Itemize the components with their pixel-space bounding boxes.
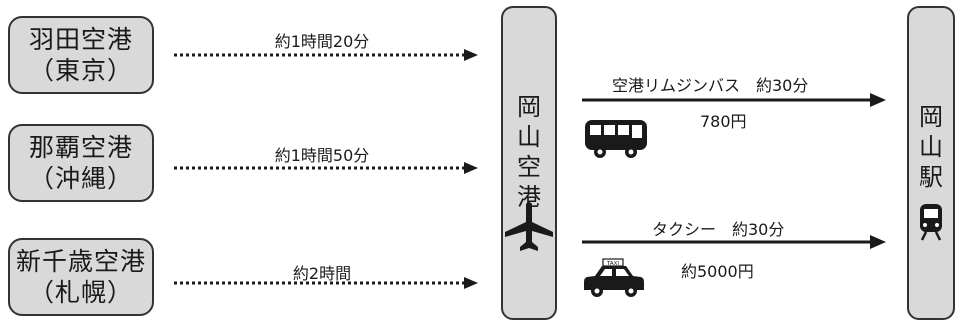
origin-box-new-chitose: 新千歳空港 （札幌） [8,238,154,316]
route-label-taxi: タクシー 約30分 [652,220,785,239]
origin-region: （東京） [28,56,133,85]
origin-box-naha: 那覇空港 （沖縄） [8,124,154,202]
duration-label-naha: 約1時間50分 [274,146,370,165]
destination-label-char: 駅 [919,163,943,191]
destination-label-char: 岡 [919,103,943,131]
hub-label-char: 空 [517,153,541,181]
origin-region: （札幌） [28,278,133,307]
solid-arrow-taxi [582,235,886,249]
origin-name: 羽田空港 [28,25,133,54]
destination-label: 岡 山 駅 [909,102,953,192]
dotted-arrow-new-chitose [174,277,478,289]
dotted-arrow-naha [174,162,478,174]
train-icon [920,204,942,241]
destination-label-char: 山 [919,133,943,161]
hub-label: 岡 山 空 港 [503,92,555,212]
hub-label-char: 岡 [517,93,541,121]
taxi-sign-text: TAXI [606,261,619,267]
taxi-icon: TAXI [584,258,644,297]
route-price-bus: 780円 [700,112,747,131]
bus-icon [585,120,647,158]
hub-box-okayama-airport: 岡 山 空 港 [501,6,557,320]
airplane-icon [505,202,553,251]
origin-name: 那覇空港 [28,133,133,162]
duration-label-haneda: 約1時間20分 [274,32,370,51]
origin-name: 新千歳空港 [15,247,146,276]
duration-label-new-chitose: 約2時間 [292,264,352,283]
origin-box-haneda: 羽田空港 （東京） [8,16,154,94]
route-price-taxi: 約5000円 [681,262,754,281]
hub-label-char: 山 [517,123,541,151]
route-label-bus: 空港リムジンバス 約30分 [612,76,809,95]
origin-region: （沖縄） [28,164,133,193]
destination-box-okayama-station: 岡 山 駅 [907,6,955,320]
dotted-arrow-haneda [174,49,478,61]
solid-arrow-bus [582,93,886,107]
